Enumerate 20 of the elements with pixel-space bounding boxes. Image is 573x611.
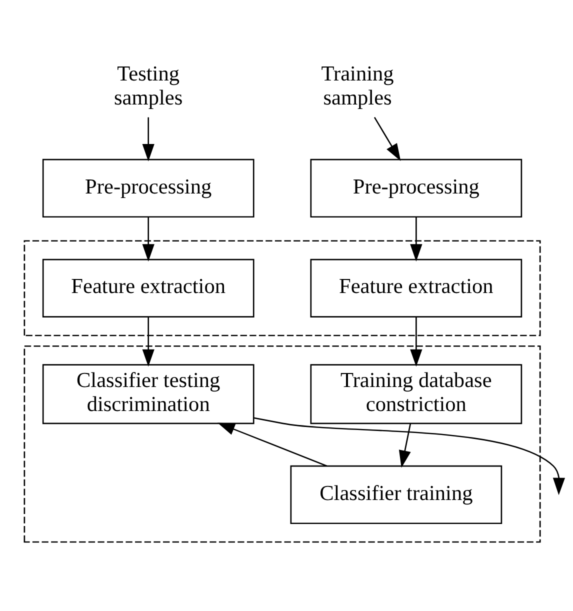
node-box: Feature extraction xyxy=(310,258,522,318)
node-box: Classifier training xyxy=(290,465,502,524)
node-box: Feature extraction xyxy=(42,258,254,318)
node-text: Training samples xyxy=(321,62,394,110)
arrow xyxy=(410,217,422,262)
node-text: Testing samples xyxy=(114,62,183,110)
arrow xyxy=(142,117,154,162)
cluster xyxy=(24,345,541,543)
arrow xyxy=(374,116,401,162)
arrow xyxy=(218,422,328,467)
node-box: Classifier testing discrimination xyxy=(42,364,254,424)
node-box: Pre-processing xyxy=(42,158,254,218)
node-box: Training database constriction xyxy=(310,364,522,424)
arrow xyxy=(142,317,154,367)
node-box: Pre-processing xyxy=(310,158,522,218)
arrow xyxy=(254,417,565,496)
arrow xyxy=(142,217,154,262)
arrow xyxy=(410,317,422,367)
cluster xyxy=(24,240,541,336)
arrow xyxy=(398,424,412,468)
